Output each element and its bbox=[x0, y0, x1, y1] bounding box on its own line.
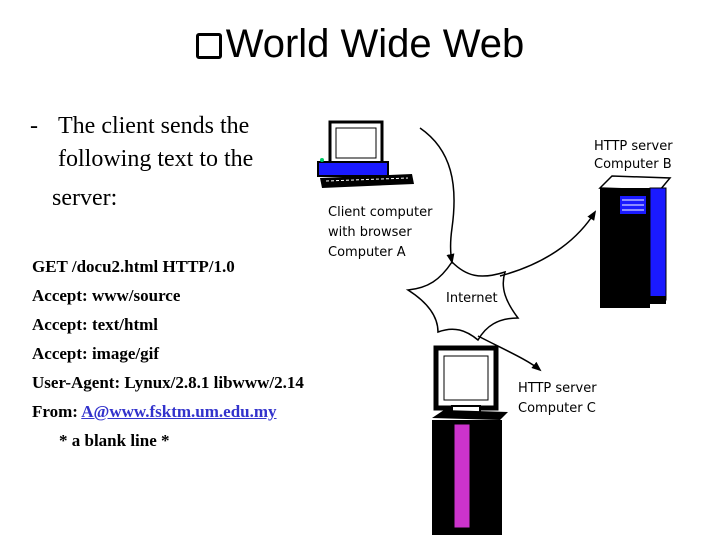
server-c-tower-icon bbox=[432, 410, 508, 535]
server-b-label-line: Computer B bbox=[594, 157, 672, 172]
intro-dash: - bbox=[30, 113, 38, 139]
request-line: User-Agent: Lynux/2.8.1 libwww/2.14 bbox=[32, 373, 304, 392]
server-c-monitor-icon bbox=[433, 345, 499, 415]
internet-label: Internet bbox=[446, 291, 498, 306]
from-email-link[interactable]: A@www.fsktm.um.edu.my bbox=[81, 402, 277, 421]
request-line: Accept: text/html bbox=[32, 315, 159, 334]
http-request-text: GET /docu2.html HTTP/1.0 Accept: www/sou… bbox=[32, 252, 304, 455]
server-c-label-line: Computer C bbox=[518, 401, 596, 416]
server-b-tower-icon bbox=[598, 175, 672, 308]
request-line: Accept: image/gif bbox=[32, 344, 159, 363]
intro-line-2: following text to the bbox=[58, 146, 254, 172]
intro-line-1: The client sends the bbox=[58, 113, 250, 139]
from-label: From: bbox=[32, 402, 82, 421]
client-to-internet-arrow bbox=[419, 127, 455, 264]
checkbox-bullet-icon bbox=[195, 33, 222, 59]
internet-to-server-c-arrow bbox=[477, 335, 542, 372]
client-computer-icon bbox=[317, 120, 414, 188]
intro-line-3: server: bbox=[52, 185, 118, 211]
client-label-line: Client computer bbox=[328, 205, 433, 220]
slide-title: World Wide Web bbox=[0, 22, 720, 67]
server-b-label-line: HTTP server bbox=[594, 139, 673, 154]
client-label-line: Computer A bbox=[328, 245, 406, 260]
blank-line-note: * a blank line * bbox=[59, 431, 170, 450]
slide-title-text: World Wide Web bbox=[225, 22, 525, 66]
server-c-label-line: HTTP server bbox=[518, 381, 597, 396]
client-label-line: with browser bbox=[328, 225, 412, 240]
request-line: GET /docu2.html HTTP/1.0 bbox=[32, 257, 235, 276]
request-from-line: From: A@www.fsktm.um.edu.my bbox=[32, 397, 304, 426]
internet-to-server-b-arrow bbox=[499, 210, 597, 277]
request-line: Accept: www/source bbox=[32, 286, 181, 305]
